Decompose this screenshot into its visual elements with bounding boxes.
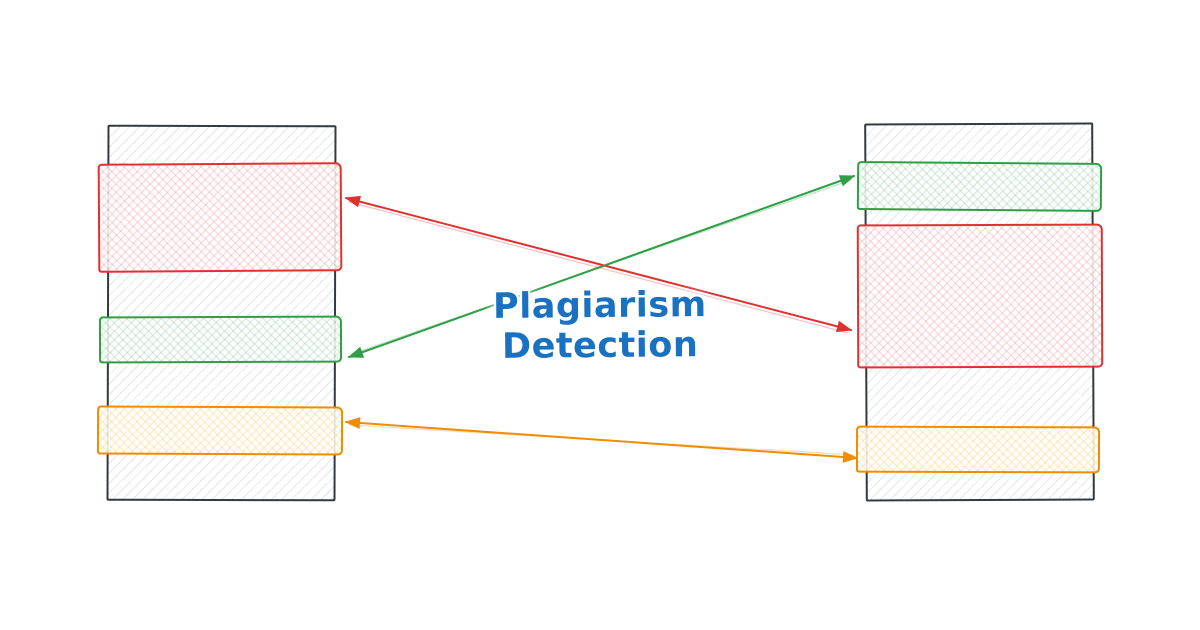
orange-arrow-line [344,417,859,463]
left-red-highlight [97,162,343,273]
right-red-highlight [856,223,1104,369]
left-green-highlight [98,315,343,364]
left-orange-highlight [96,405,344,456]
right-green-highlight [856,161,1103,212]
orange-match-arrow [344,417,859,463]
right-orange-highlight [855,425,1101,474]
orange-arrow-ghost-stroke [348,424,855,456]
diagram-title: Plagiarism Detection [492,285,707,367]
